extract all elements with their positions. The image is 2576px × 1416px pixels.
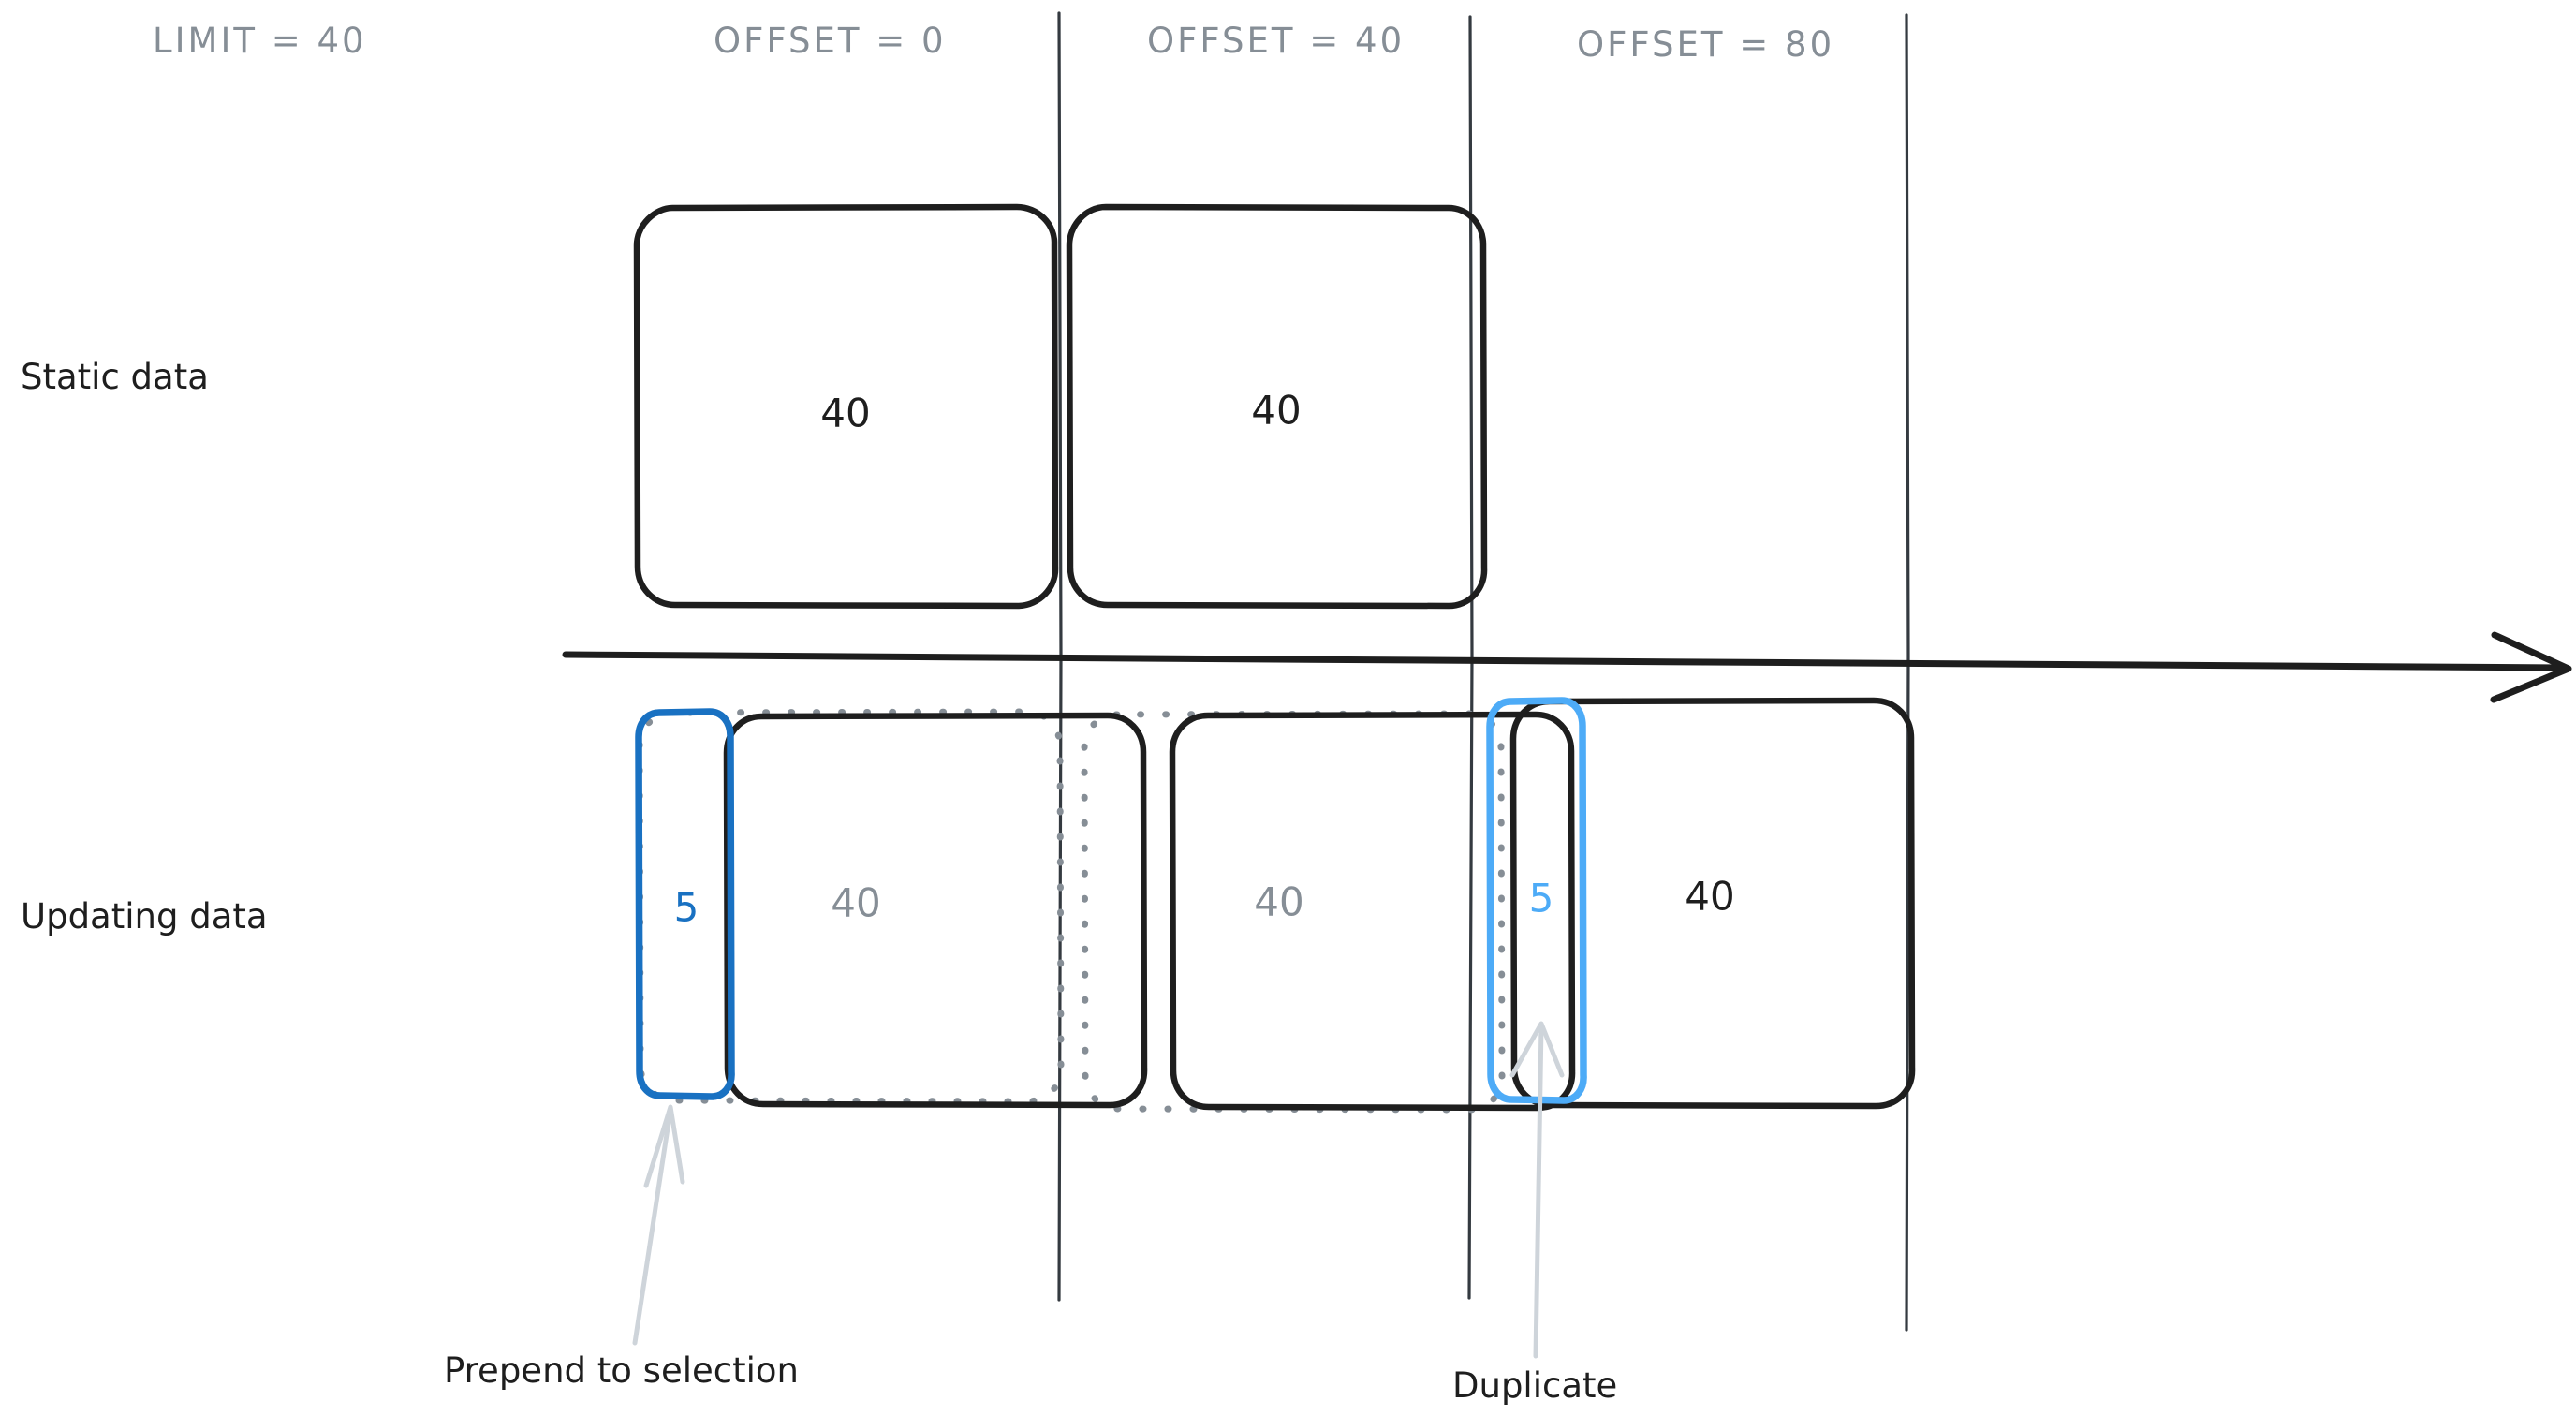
prepend-pill-value: 5 bbox=[673, 884, 699, 931]
static-box-2[interactable] bbox=[1066, 203, 1488, 610]
prepend-pill-box[interactable] bbox=[635, 708, 735, 1100]
updating-box-40-b-value: 40 bbox=[1254, 878, 1304, 925]
annotation-arrows bbox=[632, 1021, 1565, 1359]
static-box-2-value: 40 bbox=[1251, 387, 1302, 434]
header-offset-80: OFFSET = 80 bbox=[1577, 24, 1835, 65]
header-offset-40: OFFSET = 40 bbox=[1147, 21, 1406, 61]
divider-line-2 bbox=[1467, 15, 1474, 1300]
prepend-arrow bbox=[632, 1107, 673, 1346]
row-label-updating: Updating data bbox=[21, 896, 268, 937]
static-box-1-value: 40 bbox=[820, 390, 871, 436]
caption-duplicate: Duplicate bbox=[1452, 1365, 1618, 1406]
static-row-boxes bbox=[633, 203, 1488, 610]
caption-prepend: Prepend to selection bbox=[444, 1350, 799, 1391]
header-limit: LIMIT = 40 bbox=[153, 21, 367, 61]
duplicate-pill-value: 5 bbox=[1528, 875, 1554, 922]
column-dividers bbox=[1057, 11, 1910, 1332]
axis-line bbox=[562, 651, 2566, 671]
timeline-axis bbox=[562, 631, 2572, 703]
duplicate-pill-box[interactable] bbox=[1486, 697, 1587, 1104]
updating-box-40-c[interactable] bbox=[1509, 697, 1916, 1110]
duplicate-arrow bbox=[1533, 1023, 1544, 1359]
prepend-pill-group bbox=[635, 697, 1587, 1104]
header-offset-0: OFFSET = 0 bbox=[714, 21, 947, 61]
updating-box-40-a-value: 40 bbox=[831, 879, 881, 926]
duplicate-arrowhead bbox=[1509, 1021, 1565, 1078]
prepend-arrowhead bbox=[643, 1104, 685, 1188]
static-box-1[interactable] bbox=[633, 203, 1059, 610]
divider-line-3 bbox=[1905, 13, 1910, 1332]
row-label-static: Static data bbox=[21, 357, 209, 397]
updating-box-40-b[interactable] bbox=[1169, 711, 1576, 1112]
axis-arrowhead bbox=[2490, 631, 2572, 703]
ghost-window-outlines bbox=[636, 708, 1506, 1114]
updating-box-40-c-value: 40 bbox=[1685, 873, 1735, 920]
